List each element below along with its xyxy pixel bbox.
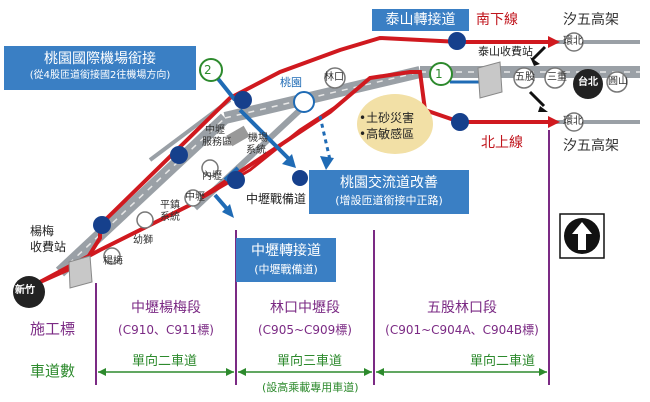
taoyuan-improve-box: 桃園交流道改善 (增設匝道銜接中正路) xyxy=(309,170,469,214)
hov-note: (設高乘載專用車道) xyxy=(262,381,359,394)
interchange-node xyxy=(170,146,188,164)
airport-link-box: 桃園國際機場銜接 (從4股匝道銜接國2往機場方向) xyxy=(4,46,196,90)
segment-1-name: 中壢楊梅段 xyxy=(131,300,201,316)
segment-3-contract: (C901~C904A、C904B標) xyxy=(385,323,539,337)
zhongli-ramp-box: 中壢轉接道 (中壢戰備道) xyxy=(236,238,336,282)
segment-2-contract: (C905~C909標) xyxy=(258,323,352,337)
interchange-node xyxy=(292,170,308,186)
taoyuan-label: 桃園 xyxy=(280,76,302,89)
lanes-segment-3: 單向二車道 xyxy=(470,354,536,369)
huanbei-label-bottom: 環北 xyxy=(563,116,583,127)
northbound-label: 北上線 xyxy=(481,135,523,151)
xinzhu-endpoint xyxy=(13,276,45,308)
airport-system-label-2: 系統 xyxy=(246,145,266,156)
southbound-label: 南下線 xyxy=(476,12,518,28)
marker-2 xyxy=(199,58,223,82)
wugu-elevated-label-top: 汐五高架 xyxy=(563,12,619,28)
high-sensitivity-label: •高敏感區 xyxy=(359,127,415,141)
lanes-segment-2: 單向三車道 xyxy=(277,354,343,369)
zhongli-service-label-2: 服務區 xyxy=(202,137,232,148)
taishan-ramp-node xyxy=(448,32,466,50)
interchange-node xyxy=(234,91,252,109)
arrow-head-icon xyxy=(548,36,560,48)
yangmei-toll-icon xyxy=(68,255,93,289)
interchange-node xyxy=(227,171,245,189)
segment-3-name: 五股林口段 xyxy=(427,300,497,316)
taishan-toll-icon xyxy=(477,61,503,99)
zhongli-spare-label: 中壢戰備道 xyxy=(246,192,307,206)
taibei-endpoint xyxy=(573,69,603,99)
zhongli-ramp-title: 中壢轉接道 xyxy=(251,243,321,259)
sand-hazard-label: •土砂災害 xyxy=(359,111,415,125)
sanchong-label: 三重 xyxy=(547,72,567,83)
pingzhen-label-1: 平鎮 xyxy=(160,200,180,211)
yangmei-label: 楊梅 xyxy=(103,256,123,267)
taishan-ramp-box: 泰山轉接道 xyxy=(372,9,469,31)
segment-2-name: 林口中壢段 xyxy=(270,300,340,316)
zhongli-label: 中壢 xyxy=(185,192,205,203)
neili-label: 內壢 xyxy=(202,171,222,182)
row-label-contract: 施工標 xyxy=(30,320,76,338)
yangmei-toll-label-2: 收費站 xyxy=(30,240,67,254)
huanbei-label-top: 環北 xyxy=(563,36,583,47)
taibei-label: 台北 xyxy=(578,77,598,88)
service-area-icon xyxy=(226,125,250,147)
zhongli-service-label-1: 中壢 xyxy=(205,125,225,136)
lanes-segment-1: 單向二車道 xyxy=(132,354,198,369)
pingzhen-label-2: 系統 xyxy=(160,212,180,223)
arrow-icon xyxy=(538,106,548,112)
hazard-area xyxy=(357,94,433,154)
yuanshan-label: 圓山 xyxy=(608,76,628,87)
linkou-label: 林口 xyxy=(324,72,344,83)
taoyuan-improve-subtitle: (增設匝道銜接中正路) xyxy=(335,194,443,207)
zhongli-ramp-subtitle: (中壢戰備道) xyxy=(254,263,318,276)
airport-system-label-1: 機場 xyxy=(248,133,268,144)
interchange-node xyxy=(93,216,111,234)
marker-1 xyxy=(429,62,453,86)
taoyuan-node xyxy=(293,91,315,113)
airport-link-subtitle: (從4股匝道銜接國2往機場方向) xyxy=(29,70,171,81)
wugu-label: 五股 xyxy=(515,72,535,83)
segment-1-contract: (C910、C911標) xyxy=(118,323,214,337)
youshi-label: 幼獅 xyxy=(133,235,153,246)
blue-arrow-icon xyxy=(282,154,296,168)
yangmei-toll-label-1: 楊梅 xyxy=(30,224,55,238)
xinzhu-label: 新竹 xyxy=(15,285,35,296)
wugu-elevated-label-bottom: 汐五高架 xyxy=(563,138,619,154)
taoyuan-improve-title: 桃園交流道改善 xyxy=(340,175,438,191)
taishan-toll-label: 泰山收費站 xyxy=(478,45,533,58)
blue-arrow-icon xyxy=(222,204,234,218)
freeway-1 xyxy=(55,66,640,277)
taishan-ramp-node xyxy=(451,113,469,131)
marker-2-label: 2 xyxy=(204,63,212,77)
arrow-head-icon xyxy=(548,116,560,128)
marker-1-label: 1 xyxy=(435,67,443,81)
blue-arrow-icon xyxy=(320,156,334,170)
airport-link-title: 桃園國際機場銜接 xyxy=(44,51,156,67)
row-label-lanes: 車道數 xyxy=(30,362,76,380)
